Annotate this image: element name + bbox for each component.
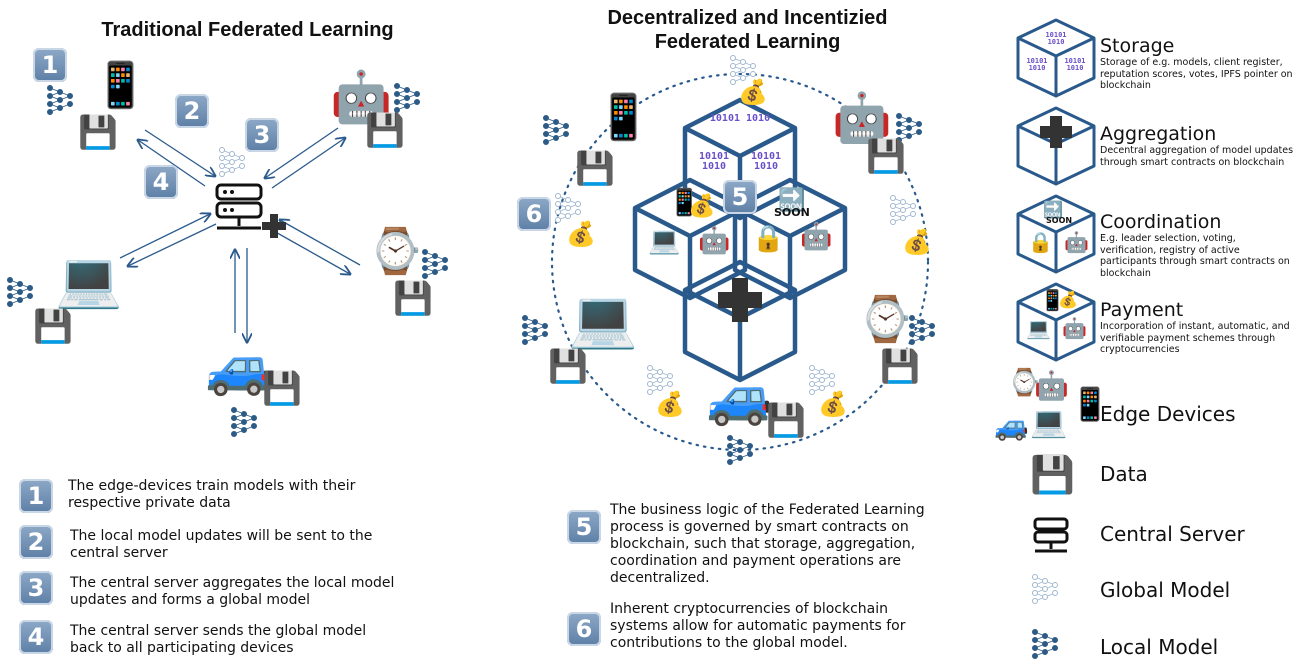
step-text-1: The edge-devices train models with their…: [68, 478, 356, 511]
legend-lock-icon: 🔒: [1028, 230, 1053, 254]
watch-icon: ⌚: [368, 226, 423, 277]
storage-binary-left: 10101 1010: [698, 151, 730, 172]
step-text-5: The business logic of the Federated Lear…: [610, 502, 925, 586]
step-badge-3: 3: [19, 571, 53, 605]
legend-storage-binary-right: 10101 1010: [1064, 57, 1086, 72]
legend-server-icon: [1033, 517, 1069, 553]
legend-soon-label: SOON: [1046, 216, 1073, 225]
soon-label: SOON: [774, 206, 810, 219]
central-server-icon: [215, 183, 263, 230]
step-text-3: The central server aggregates the local …: [70, 575, 395, 608]
storage-binary-top: 10101 1010: [709, 113, 771, 124]
step-badge-4: 4: [19, 620, 53, 654]
badge-1: 1: [33, 48, 67, 82]
money-icon: 💰: [688, 194, 716, 219]
money-icon: 💰: [566, 220, 596, 248]
money-icon: 💰: [818, 390, 848, 418]
car-icon: 🚙: [706, 365, 774, 428]
badge-3: 3: [245, 118, 279, 152]
payment-laptop-icon: 💻: [648, 226, 681, 256]
phone-icon: 📱: [596, 92, 651, 143]
car-icon: 🚙: [205, 335, 273, 398]
step-badge-6: 6: [567, 612, 601, 646]
legend-money-icon: 💰: [1058, 290, 1078, 309]
legend-coordination-title: Coordination: [1100, 211, 1222, 233]
payment-phone-icon: 📱: [668, 188, 701, 218]
phone-icon: 📱: [93, 60, 148, 111]
step-text-6: Inherent cryptocurrencies of blockchain …: [610, 601, 906, 651]
legend-robot-icon: 🤖: [1034, 369, 1069, 402]
legend-storage-binary: 10101 1010: [1045, 31, 1067, 46]
legend-coordination-desc: E.g. leader selection, voting, verificat…: [1100, 233, 1290, 279]
legend-car-icon: 🚙: [994, 409, 1029, 442]
local-model-icons: [7, 83, 1058, 659]
step-text-2: The local model updates will be sent to …: [70, 528, 373, 561]
soon-icon: 🔜: [778, 188, 806, 213]
money-icon: 💰: [738, 78, 768, 106]
badge-5: 5: [723, 180, 757, 214]
legend-cubes: [1016, 18, 1096, 362]
robot-icon: 🤖: [330, 68, 393, 126]
floppy-icon: 💾: [575, 149, 615, 187]
legend-aggregation-desc: Decentral aggregation of model updates t…: [1100, 145, 1294, 168]
legend-phone-icon: 📱: [1040, 288, 1065, 312]
legend-laptop-icon: 💻: [1030, 405, 1068, 440]
center-title-line1: Decentralized and Incentizied: [607, 7, 888, 29]
step-text-4: The central server sends the global mode…: [70, 623, 367, 656]
legend-watch-icon: ⌚: [1008, 368, 1041, 398]
legend-aggregation-title: Aggregation: [1100, 123, 1217, 145]
lock-icon: 🔒: [752, 224, 785, 254]
floppy-icon: 💾: [365, 111, 405, 149]
storage-binary-right: 10101 1010: [750, 151, 782, 172]
laptop-icon: 💻: [568, 287, 638, 352]
legend-storage-desc: Storage of e.g. models, client register,…: [1100, 57, 1293, 91]
legend-payment-desc: Incorporation of instant, automatic, and…: [1100, 321, 1290, 355]
step-badge-1: 1: [19, 479, 53, 513]
floppy-icon: 💾: [393, 279, 433, 317]
floppy-icon: 💾: [262, 369, 302, 407]
legend-phone-icon: 📱: [1070, 385, 1110, 423]
legend-data: Data: [1100, 462, 1148, 486]
step-badge-5: 5: [567, 510, 601, 544]
legend-central-server: Central Server: [1100, 522, 1245, 546]
payment-robot-icon: 🤖: [698, 226, 731, 256]
legend-laptop-icon: 💻: [1026, 316, 1051, 340]
floppy-icon: 💾: [880, 347, 920, 385]
floppy-icon: 💾: [766, 401, 806, 439]
legend-robot-icon: 🤖: [1062, 316, 1087, 340]
badge-4: 4: [144, 165, 178, 199]
legend-edge-devices: Edge Devices: [1100, 402, 1236, 426]
floppy-icon: 💾: [33, 307, 73, 345]
legend-robot-icon: 🤖: [1064, 230, 1089, 254]
legend-global-model: Global Model: [1100, 578, 1231, 602]
hex-cubes: [632, 97, 848, 383]
global-model-icons: [219, 55, 1058, 604]
floppy-icon: 💾: [866, 137, 906, 175]
blockchain-ring: [550, 72, 930, 452]
money-icon: 💰: [902, 228, 932, 256]
legend-payment-title: Payment: [1100, 299, 1184, 321]
legend-floppy-icon: 💾: [1030, 455, 1075, 496]
coord-robot-icon: 🤖: [800, 222, 833, 252]
badge-6: 6: [517, 197, 551, 231]
floppy-icon: 💾: [78, 113, 118, 151]
center-title-line2: Federated Learning: [654, 31, 841, 53]
laptop-icon: 💻: [55, 248, 123, 311]
left-arrows: [119, 127, 361, 342]
legend-local-model: Local Model: [1100, 635, 1219, 659]
legend-storage-binary-left: 10101 1010: [1026, 57, 1048, 72]
watch-icon: ⌚: [858, 294, 913, 345]
legend-storage-title: Storage: [1100, 35, 1175, 57]
left-title: Traditional Federated Learning: [101, 19, 394, 41]
badge-2: 2: [175, 94, 209, 128]
robot-icon: 🤖: [832, 90, 892, 146]
money-icon: 💰: [655, 390, 685, 418]
step-badge-2: 2: [19, 525, 53, 559]
floppy-icon: 💾: [548, 347, 588, 385]
legend-soon-icon: 🔜: [1043, 200, 1063, 219]
